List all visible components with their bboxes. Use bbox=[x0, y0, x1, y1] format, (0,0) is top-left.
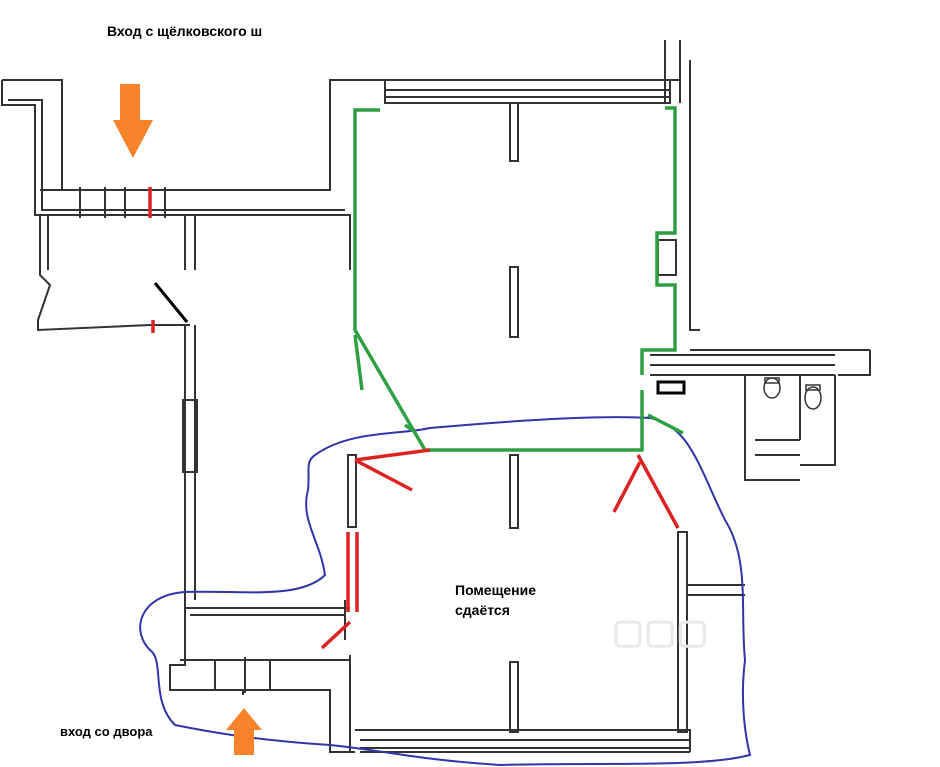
entrance-arrow-up-icon bbox=[226, 708, 262, 755]
black-marks bbox=[153, 282, 686, 395]
green-zone-outline bbox=[353, 106, 684, 452]
door-marks bbox=[79, 187, 246, 695]
watermark: ▢▢▢ bbox=[612, 613, 709, 651]
toilet-icon bbox=[763, 377, 781, 399]
red-openings bbox=[148, 187, 680, 650]
rented-label: Помещение сдаётся bbox=[455, 580, 536, 620]
sink-icon bbox=[804, 384, 822, 410]
entrance-arrow-down-icon bbox=[113, 84, 153, 158]
entrance-street-label: Вход с щёлковского ш bbox=[107, 23, 263, 39]
entrance-yard-label: вход со двора bbox=[60, 724, 153, 739]
rented-label-line2: сдаётся bbox=[455, 602, 510, 618]
rented-area-outline bbox=[139, 416, 752, 767]
walls bbox=[1, 40, 871, 753]
rented-label-line1: Помещение bbox=[455, 582, 537, 598]
